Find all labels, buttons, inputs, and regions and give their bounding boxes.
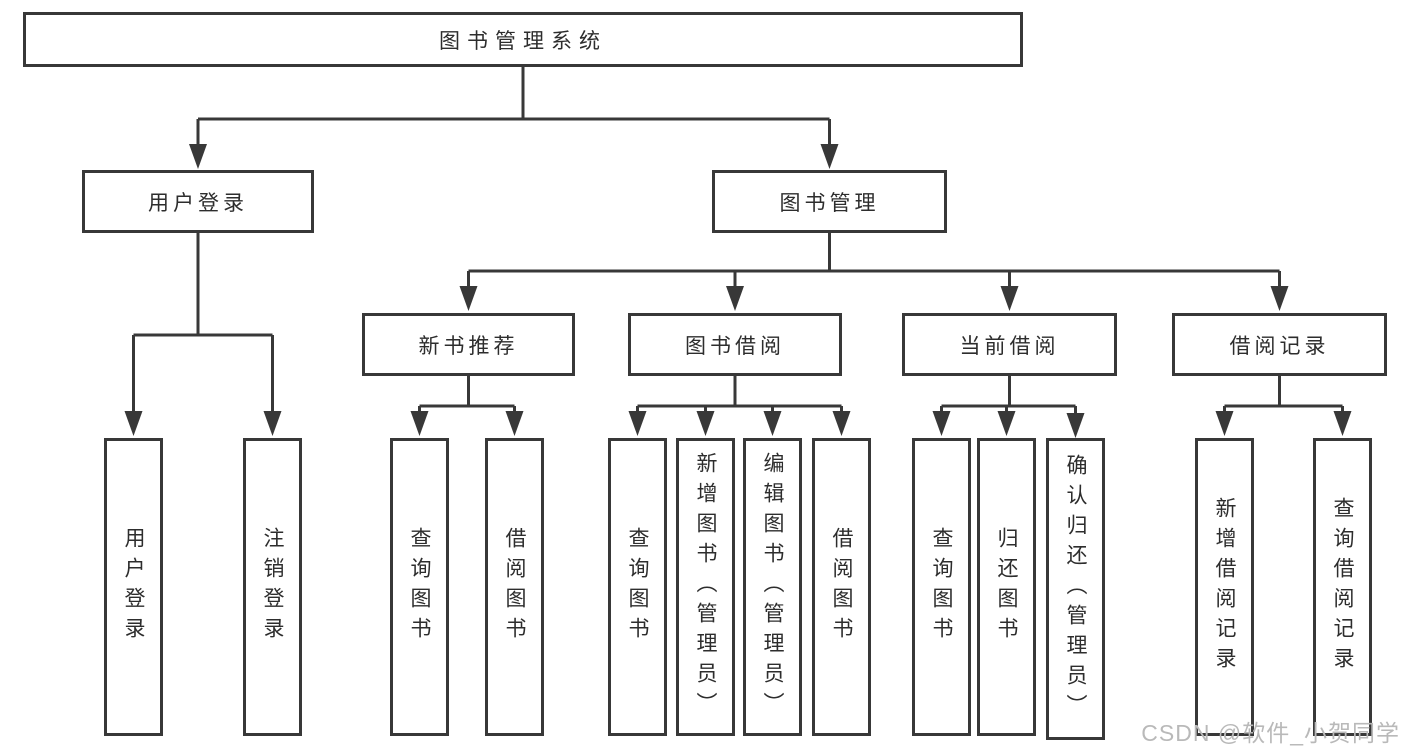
leaf-user-login: 用户登录	[104, 438, 163, 736]
node-new-book-recommendation: 新书推荐	[362, 313, 575, 376]
leaf-borrow-books-recommend: 借阅图书	[485, 438, 544, 736]
arrowhead-icon	[832, 411, 851, 436]
leaf-borrow-books-borrowing: 借阅图书	[812, 438, 871, 736]
leaf-user-login-label: 用户登录	[122, 527, 145, 647]
leaf-confirm-return-admin: 确认归还（管理员）	[1046, 438, 1105, 740]
arrowhead-icon	[1270, 286, 1289, 311]
node-library-management-system: 图书管理系统	[23, 12, 1023, 67]
arrowhead-icon	[820, 144, 839, 169]
leaf-query-books-recommend: 查询图书	[390, 438, 449, 736]
leaf-borrow-books-borrowing-label: 借阅图书	[830, 527, 853, 647]
leaf-query-books-borrowing: 查询图书	[608, 438, 667, 736]
leaf-borrow-books-recommend-label: 借阅图书	[503, 527, 526, 647]
arrowhead-icon	[1215, 411, 1234, 436]
leaf-edit-books-admin: 编辑图书（管理员）	[743, 438, 802, 736]
leaf-query-books-recommend-label: 查询图书	[408, 527, 431, 647]
leaf-query-borrow-record: 查询借阅记录	[1313, 438, 1372, 736]
arrowhead-icon	[410, 411, 429, 436]
node-user-login-branch: 用户登录	[82, 170, 314, 233]
leaf-return-books: 归还图书	[977, 438, 1036, 736]
leaf-return-books-label: 归还图书	[995, 527, 1018, 647]
arrowhead-icon	[726, 286, 744, 311]
leaf-confirm-return-admin-label: 确认归还（管理员）	[1064, 454, 1087, 724]
leaf-query-books-current: 查询图书	[912, 438, 971, 736]
arrowhead-icon	[1000, 286, 1019, 311]
arrowhead-icon	[1066, 413, 1085, 438]
node-book-management-branch: 图书管理	[712, 170, 947, 233]
leaf-logout: 注销登录	[243, 438, 302, 736]
arrowhead-icon	[505, 411, 524, 436]
node-borrowing-records: 借阅记录	[1172, 313, 1387, 376]
leaf-query-books-current-label: 查询图书	[930, 527, 953, 647]
node-book-borrowing: 图书借阅	[628, 313, 842, 376]
arrowhead-icon	[997, 411, 1016, 436]
arrowhead-icon	[124, 411, 143, 436]
arrowhead-icon	[263, 411, 282, 436]
leaf-query-books-borrowing-label: 查询图书	[626, 527, 649, 647]
csdn-watermark: CSDN @软件_小贺同学	[1141, 720, 1400, 746]
leaf-add-borrow-record: 新增借阅记录	[1195, 438, 1254, 736]
leaf-edit-books-admin-label: 编辑图书（管理员）	[761, 452, 784, 722]
arrowhead-icon	[1333, 411, 1352, 436]
leaf-add-borrow-record-label: 新增借阅记录	[1213, 497, 1236, 677]
leaf-query-borrow-record-label: 查询借阅记录	[1331, 497, 1354, 677]
leaf-add-books-admin: 新增图书（管理员）	[676, 438, 735, 736]
arrowhead-icon	[932, 411, 951, 436]
arrowhead-icon	[628, 411, 647, 436]
arrowhead-icon	[696, 411, 715, 436]
arrowhead-icon	[459, 286, 478, 311]
leaf-logout-label: 注销登录	[261, 527, 284, 647]
arrowhead-icon	[763, 411, 782, 436]
leaf-add-books-admin-label: 新增图书（管理员）	[694, 452, 717, 722]
node-current-borrowing: 当前借阅	[902, 313, 1117, 376]
arrowhead-icon	[189, 144, 207, 169]
